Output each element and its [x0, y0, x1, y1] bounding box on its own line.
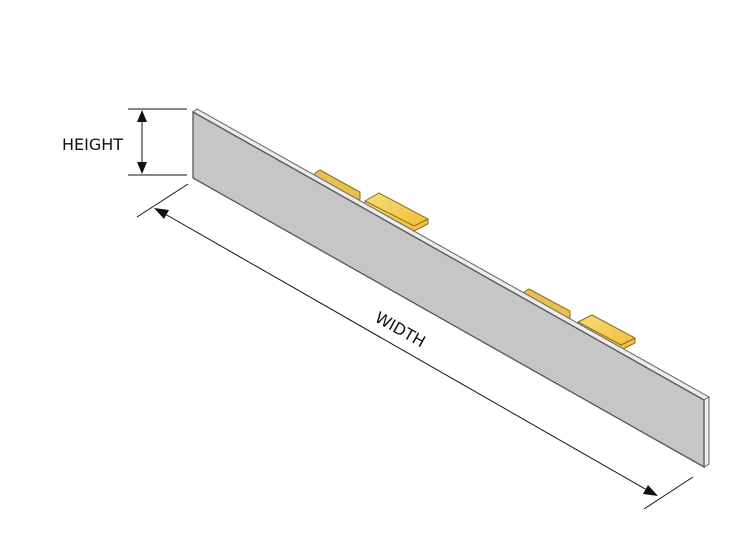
panel-top-edge	[192, 108, 710, 401]
height-label: HEIGHT	[62, 135, 123, 154]
panel	[192, 108, 710, 469]
arrow-right-icon	[643, 485, 658, 496]
width-label: WIDTH	[372, 308, 429, 351]
arrow-down-icon	[137, 162, 147, 174]
width-dimension	[136, 183, 694, 510]
height-dimension	[128, 108, 187, 176]
arrow-up-icon	[137, 110, 147, 122]
panel-side-edge	[703, 396, 710, 468]
panel-front-face	[192, 110, 705, 469]
arrow-left-icon	[154, 208, 169, 219]
